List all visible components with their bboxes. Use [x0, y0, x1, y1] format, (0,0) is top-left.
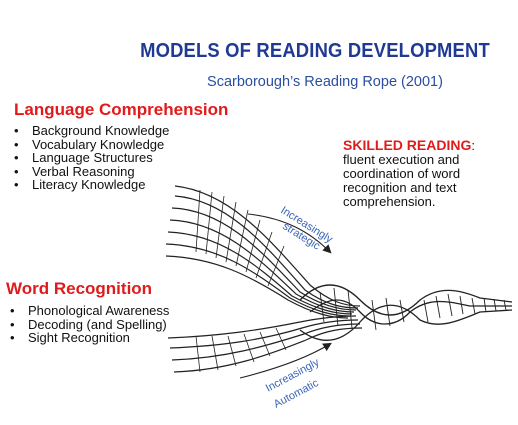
upper-strands — [165, 185, 361, 319]
word-recognition-list: Phonological Awareness Decoding (and Spe… — [6, 304, 169, 345]
upper-arrow — [247, 213, 332, 254]
lower-twists — [195, 327, 287, 373]
list-item: Sight Recognition — [6, 331, 169, 345]
word-recognition-heading: Word Recognition — [6, 279, 153, 298]
braided-rope — [299, 284, 513, 342]
skilled-reading-line: recognition and text — [343, 180, 457, 195]
page-subtitle: Scarborough’s Reading Rope (2001) — [207, 74, 443, 90]
list-item: Literacy Knowledge — [10, 178, 169, 192]
list-item: Verbal Reasoning — [10, 164, 169, 179]
list-item: Language Structures — [10, 151, 169, 165]
skilled-reading-line: coordination of word — [343, 166, 461, 181]
list-item: Vocabulary Knowledge — [10, 137, 169, 152]
language-comprehension-heading: Language Comprehension — [14, 100, 229, 119]
page-title: MODELS OF READING DEVELOPMENT — [140, 40, 490, 62]
lower-arrow — [239, 342, 332, 379]
braided-rope-hatching — [319, 287, 507, 331]
skilled-reading-label: SKILLED READING — [343, 137, 472, 153]
list-item: Decoding (and Spelling) — [6, 317, 169, 332]
upper-twists — [195, 189, 285, 287]
list-item: Background Knowledge — [10, 124, 169, 138]
language-comprehension-list: Background Knowledge Vocabulary Knowledg… — [10, 124, 169, 192]
skilled-reading-line: fluent execution and — [343, 152, 460, 167]
skilled-reading-line: comprehension. — [343, 194, 436, 209]
skilled-reading-note: SKILLED READING: fluent execution and co… — [343, 137, 475, 209]
list-item: Phonological Awareness — [6, 304, 169, 318]
